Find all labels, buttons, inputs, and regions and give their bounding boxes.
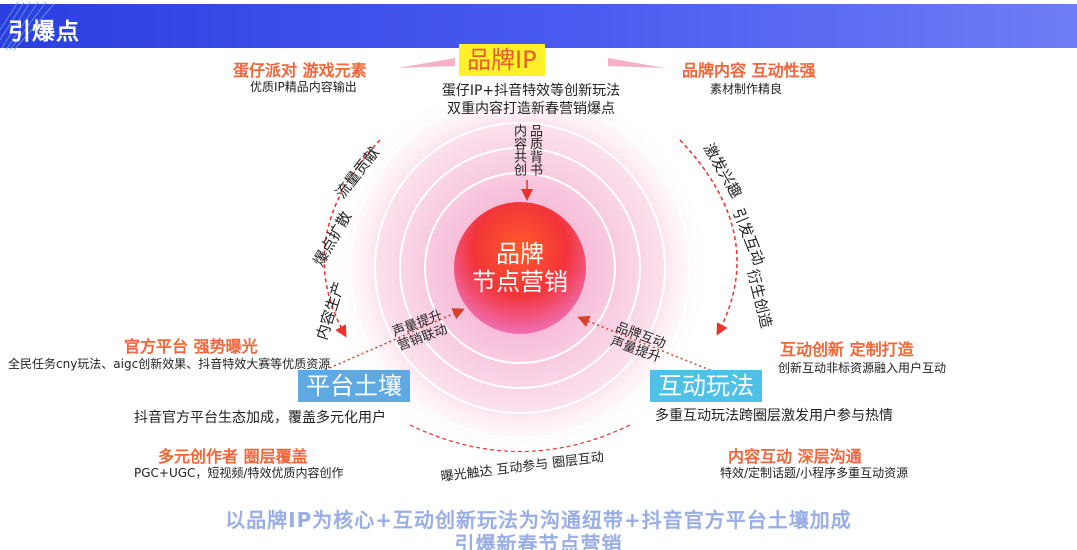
banner-right-wedge <box>608 58 665 68</box>
interact-to-core-arrow <box>577 315 716 373</box>
top-right-desc: 素材制作精良 <box>710 82 783 96</box>
interaction-description: 多重互动玩法跨圈层激发用户参与热情 <box>655 408 893 424</box>
core-circle <box>454 202 586 334</box>
top-right-title: 品牌内容 互动性强 <box>682 61 816 80</box>
bottom-left-desc: PGC+UGC，短视频/特效优质内容创作 <box>134 466 344 480</box>
ring-2 <box>374 122 666 414</box>
bottom-arc <box>409 424 631 453</box>
brand-description-line1: 蛋仔IP+抖音特效等创新玩法 <box>441 83 621 99</box>
mid-right-desc: 创新互动非标资源融入用户互动 <box>778 361 947 375</box>
top-left-title: 蛋仔派对 游戏元素 <box>233 61 367 80</box>
interaction-tag: 互动玩法 <box>650 370 762 402</box>
left-arc-arrow <box>323 139 381 338</box>
page-title: 引爆点 <box>8 19 80 45</box>
mid-left-desc: 全民任务cny玩法、aigc创新效果、抖音特效大赛等优质资源 <box>8 357 331 371</box>
platform-tag: 平台土壤 <box>298 370 410 402</box>
brand-arrow-label-1: 品质背书 <box>527 124 542 176</box>
right-arc-arrow <box>679 139 738 336</box>
banner-left-wedge <box>398 58 455 68</box>
footer-line1: 以品牌IP为核心+互动创新玩法为沟通纽带+抖音官方平台土壤加成 <box>225 508 852 532</box>
bottom-left-title: 多元创作者 圈层覆盖 <box>158 447 308 466</box>
ring-4 <box>424 172 616 364</box>
bottom-right-title: 内容互动 深层沟通 <box>728 447 862 466</box>
core-title: 品牌 节点营销 <box>464 240 576 296</box>
top-left-desc: 优质IP精品内容输出 <box>250 80 357 94</box>
ring-3 <box>399 147 641 389</box>
bottom-right-desc: 特效/定制话题/小程序多重互动资源 <box>720 466 909 480</box>
footer-line2: 引爆新春节点营销 <box>454 532 623 550</box>
brand-ip-tag: 品牌IP <box>459 44 545 76</box>
header-decoration <box>0 1 55 51</box>
mid-left-title: 官方平台 强势曝光 <box>124 337 258 356</box>
brand-description: 蛋仔IP+抖音特效等创新玩法 双重内容打造新春营销爆点 <box>426 82 636 118</box>
platform-description: 抖音官方平台生态加成，覆盖多元化用户 <box>134 410 386 426</box>
header-bar <box>0 4 1077 48</box>
core-title-line2: 节点营销 <box>472 268 568 296</box>
brand-description-line2: 双重内容打造新春营销爆点 <box>447 101 615 117</box>
brand-arrow-label-2: 内容共创 <box>511 124 526 176</box>
mid-right-title: 互动创新 定制打造 <box>780 340 914 359</box>
core-title-line1: 品牌 <box>496 240 544 268</box>
ring-1 <box>349 97 691 439</box>
